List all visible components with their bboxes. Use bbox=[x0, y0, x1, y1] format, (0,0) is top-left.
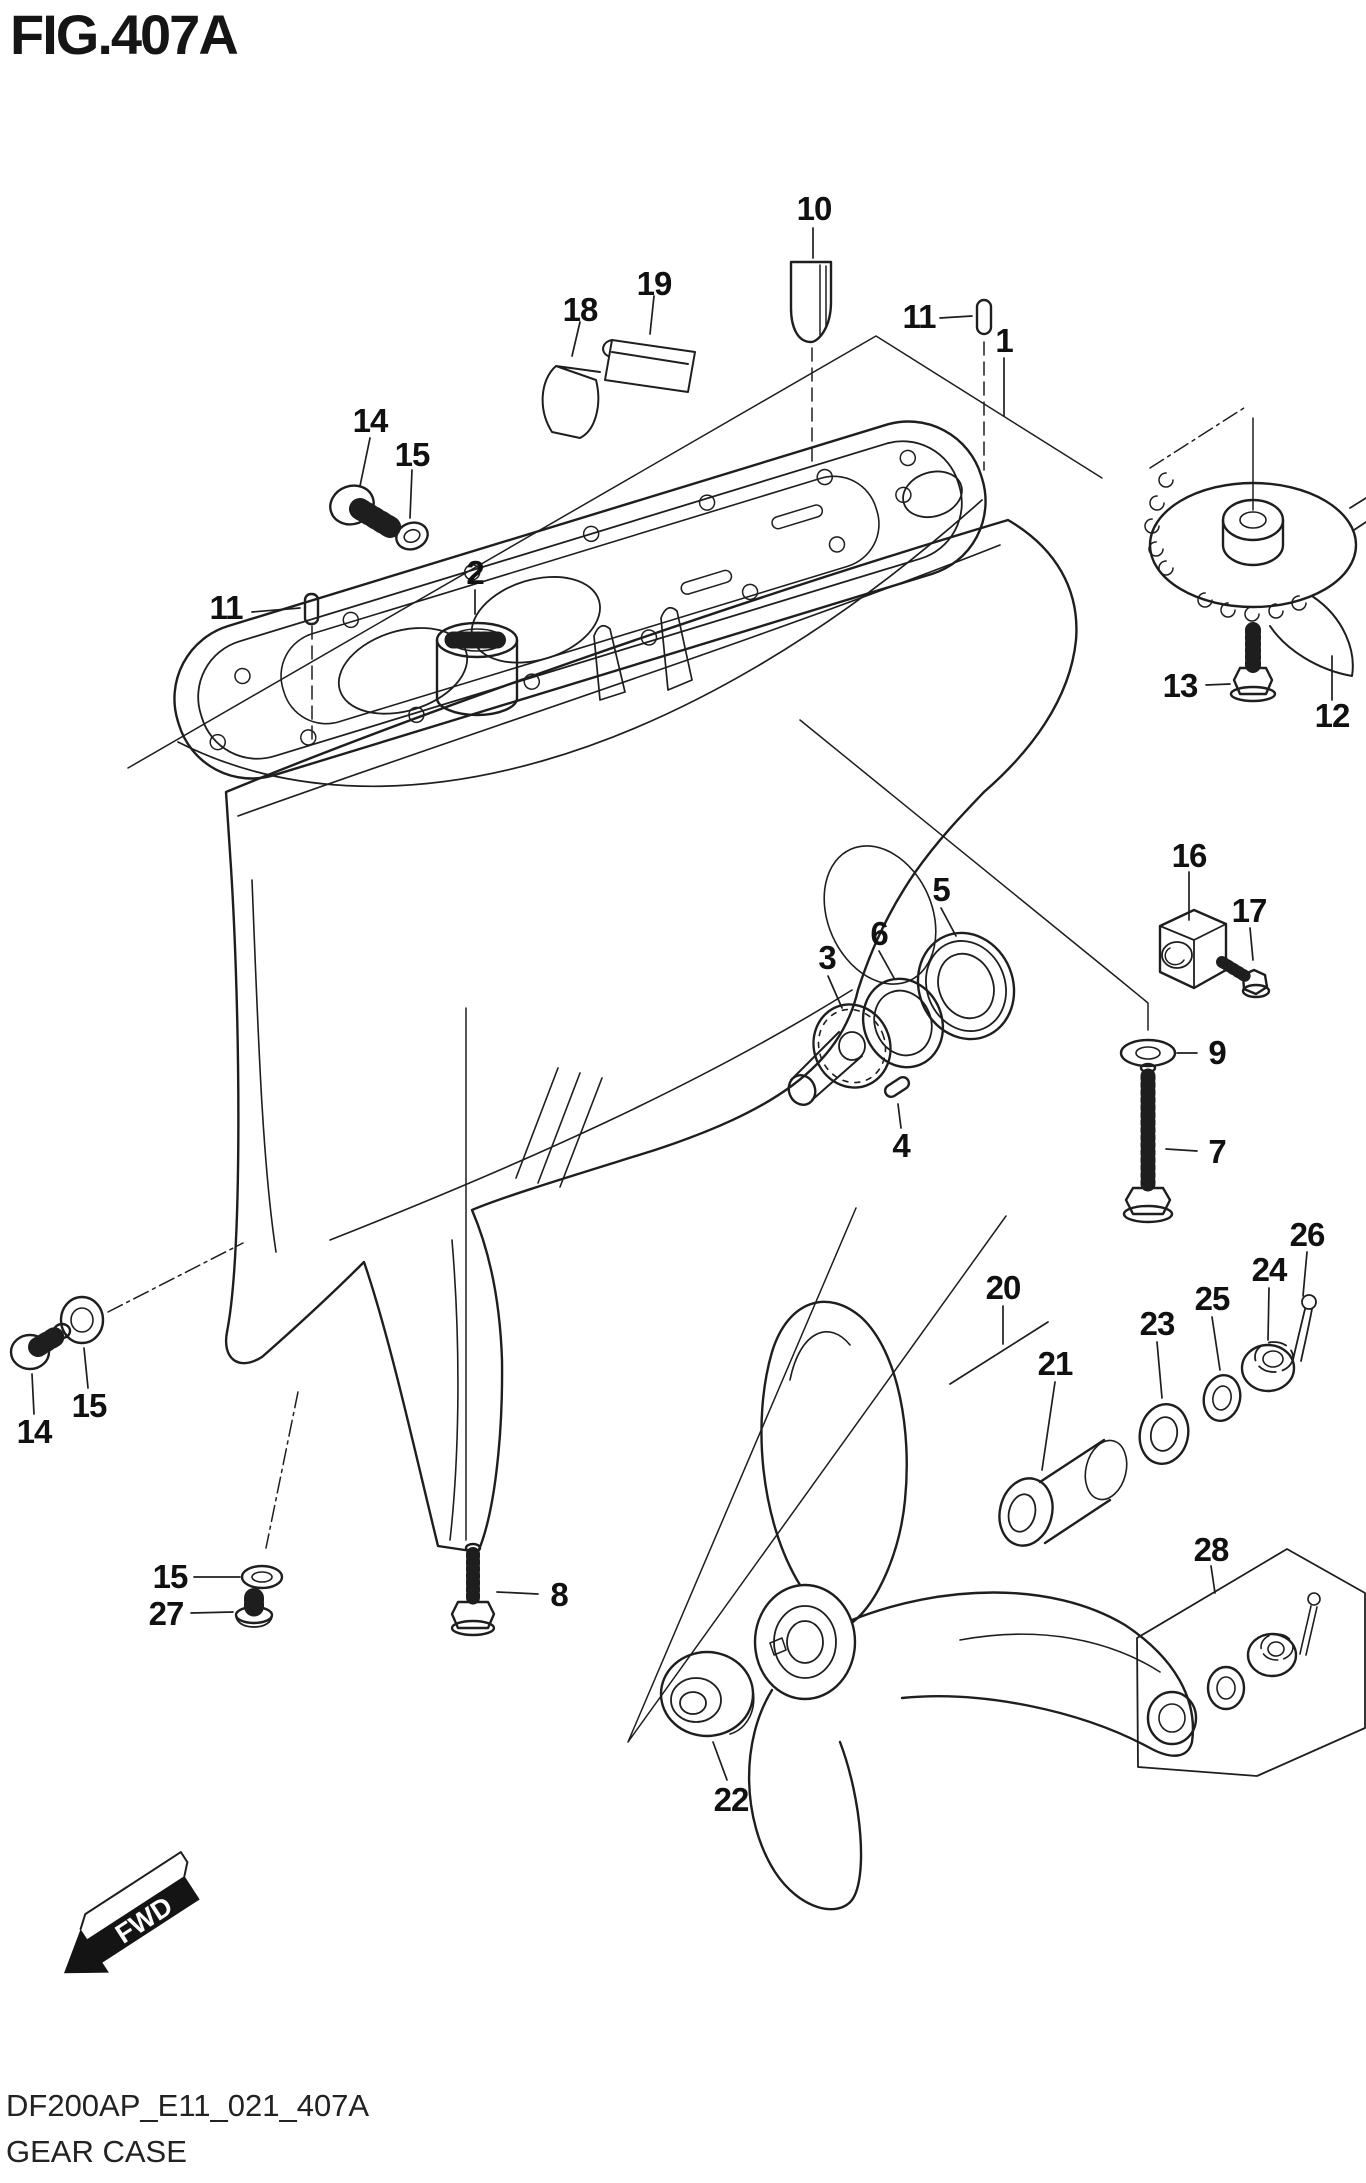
pin-part11-left bbox=[303, 592, 320, 626]
fwd-arrow: FWD bbox=[63, 1851, 200, 1974]
part-callout-14: 14 bbox=[16, 1413, 53, 1450]
part-callout-4: 4 bbox=[892, 1127, 910, 1164]
part-callout-11: 11 bbox=[209, 589, 244, 626]
part-callout-23: 23 bbox=[1139, 1305, 1176, 1342]
cap-part10 bbox=[789, 260, 833, 344]
gearcase-body bbox=[224, 518, 1078, 1554]
leader-lines bbox=[31, 227, 1333, 1781]
bolt-part13 bbox=[1229, 622, 1277, 703]
anode-block-part16 bbox=[1158, 908, 1228, 990]
plug-part27 bbox=[234, 1588, 274, 1628]
part-callout-20: 20 bbox=[985, 1269, 1022, 1306]
part-callout-9: 9 bbox=[1208, 1034, 1226, 1071]
washer-part9 bbox=[1119, 1038, 1177, 1068]
kit-box-part28 bbox=[1136, 1548, 1366, 1777]
figure-title: FIG.407A bbox=[10, 3, 239, 66]
bolt-part7 bbox=[1122, 1062, 1174, 1224]
part-callout-25: 25 bbox=[1194, 1280, 1231, 1317]
anode-plate-part12 bbox=[1144, 472, 1366, 677]
cotter-pin-part26 bbox=[1292, 1294, 1317, 1362]
part-callout-5: 5 bbox=[932, 871, 950, 908]
part-callout-21: 21 bbox=[1037, 1345, 1074, 1382]
ring-part6 bbox=[861, 977, 945, 1069]
bolt-part8 bbox=[450, 1542, 496, 1637]
part-callout-11: 11 bbox=[902, 298, 937, 335]
part-callout-16: 16 bbox=[1171, 837, 1208, 874]
footer-name: GEAR CASE bbox=[6, 2134, 187, 2169]
part-callout-2: 2 bbox=[466, 554, 484, 591]
part-callout-22: 22 bbox=[713, 1781, 750, 1818]
part-callout-1: 1 bbox=[995, 322, 1013, 359]
part-callout-24: 24 bbox=[1251, 1251, 1288, 1288]
bracket-part19 bbox=[602, 339, 696, 393]
part-callout-12: 12 bbox=[1314, 697, 1351, 734]
part-callout-15: 15 bbox=[71, 1387, 108, 1424]
construction-lines bbox=[107, 335, 1254, 1743]
propeller-part20 bbox=[747, 1300, 1195, 1911]
part-callout-15: 15 bbox=[152, 1558, 189, 1595]
part-callout-27: 27 bbox=[148, 1595, 185, 1632]
spacer-part21 bbox=[998, 1438, 1128, 1547]
spacer-part23 bbox=[1138, 1403, 1190, 1465]
part-callout-6: 6 bbox=[870, 915, 888, 952]
plug-part14-top bbox=[329, 484, 402, 538]
pin-part11-right bbox=[975, 298, 993, 336]
part-callout-14: 14 bbox=[352, 402, 389, 439]
bracket-part18 bbox=[541, 365, 601, 439]
bearing-sleeve-part2 bbox=[435, 621, 519, 717]
part-callout-10: 10 bbox=[796, 190, 833, 227]
part-callout-13: 13 bbox=[1162, 667, 1199, 704]
bearing-part5 bbox=[916, 931, 1016, 1041]
washer-part15-bottom bbox=[240, 1564, 284, 1590]
part-callout-3: 3 bbox=[818, 939, 836, 976]
part-callout-28: 28 bbox=[1193, 1531, 1230, 1568]
washer-part25 bbox=[1202, 1373, 1242, 1423]
part-callout-8: 8 bbox=[550, 1576, 568, 1613]
part-callout-26: 26 bbox=[1289, 1216, 1326, 1253]
part-callout-7: 7 bbox=[1208, 1133, 1226, 1170]
part-callout-19: 19 bbox=[636, 265, 673, 302]
key-part4 bbox=[883, 1075, 911, 1099]
stopper-part22 bbox=[659, 1650, 755, 1738]
pinion-gear-part3 bbox=[787, 1003, 892, 1106]
gearcase-flange bbox=[173, 420, 987, 788]
screw-part17 bbox=[1216, 956, 1271, 999]
footer-code: DF200AP_E11_021_407A bbox=[6, 2088, 370, 2123]
part-callout-18: 18 bbox=[562, 291, 599, 328]
part-callout-17: 17 bbox=[1231, 892, 1268, 929]
plug-part14-left bbox=[9, 1322, 72, 1371]
washer-part15-left bbox=[59, 1295, 105, 1345]
part-callout-15: 15 bbox=[394, 436, 431, 473]
washer-part15-top bbox=[395, 521, 429, 551]
castle-nut-part24 bbox=[1240, 1341, 1296, 1393]
